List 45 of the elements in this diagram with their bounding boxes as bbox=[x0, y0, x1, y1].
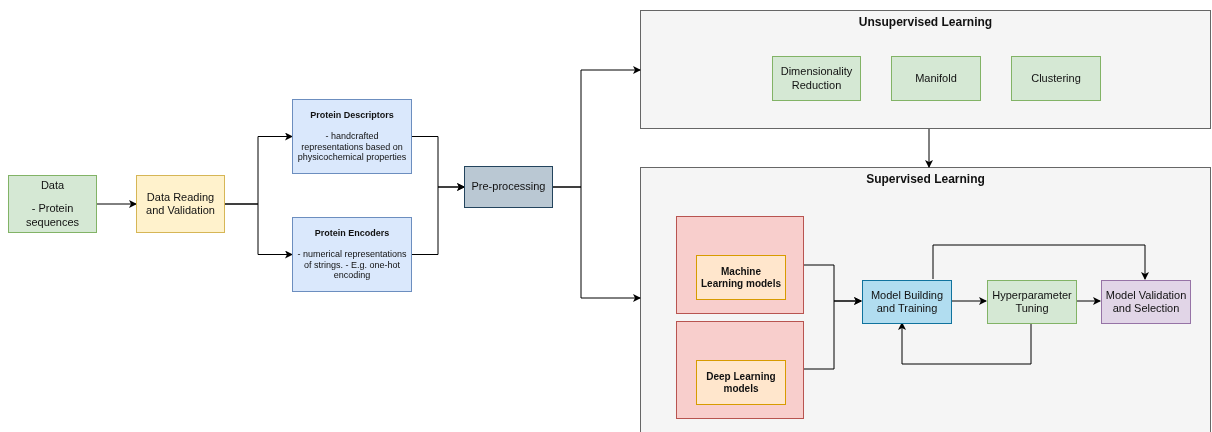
method-box bbox=[772, 56, 861, 101]
box-label: Dimensionality Reduction bbox=[779, 65, 854, 92]
process-box bbox=[1101, 280, 1191, 324]
arrow bbox=[1075, 297, 1101, 305]
method-box bbox=[1011, 56, 1101, 101]
arrow bbox=[552, 186, 641, 302]
feature-box bbox=[292, 217, 412, 292]
container-box bbox=[676, 216, 804, 314]
arrow bbox=[950, 297, 987, 305]
box-heading: Protein Descriptors bbox=[310, 109, 394, 121]
box-label: Data Reading and Validation bbox=[145, 190, 216, 218]
group-panel bbox=[640, 10, 1211, 129]
arrow bbox=[932, 244, 1149, 280]
box-label: Deep Learning models bbox=[705, 370, 777, 395]
container-box bbox=[676, 321, 804, 419]
group-title: Unsupervised Learning bbox=[858, 15, 993, 30]
box-label: Manifold bbox=[915, 71, 957, 86]
box-label: Model Validation and Selection bbox=[1104, 288, 1188, 316]
box-description: - numerical representations of strings. - E.g. one-hot encoding bbox=[296, 248, 408, 282]
box-heading: Protein Encoders bbox=[314, 227, 390, 239]
process-box bbox=[862, 280, 952, 324]
arrow bbox=[802, 297, 862, 370]
arrow bbox=[224, 203, 293, 259]
method-box bbox=[891, 56, 981, 101]
model-box bbox=[696, 360, 786, 405]
model-box bbox=[696, 255, 786, 300]
box-description: - handcrafted representations based on physicochemical properties bbox=[296, 130, 408, 164]
box-heading: Data bbox=[40, 179, 65, 193]
data-box bbox=[8, 175, 97, 233]
box-label: Machine Learning models bbox=[700, 265, 782, 290]
arrow bbox=[925, 128, 933, 168]
box-label: Clustering bbox=[1031, 71, 1081, 86]
box-label: Pre-processing bbox=[471, 180, 546, 194]
process-box bbox=[464, 166, 553, 208]
process-box bbox=[987, 280, 1077, 324]
arrow bbox=[898, 322, 1032, 365]
arrow bbox=[411, 183, 465, 255]
group-title: Supervised Learning bbox=[866, 172, 985, 187]
arrow bbox=[96, 200, 137, 208]
box-label: Model Building and Training bbox=[869, 288, 945, 316]
feature-box bbox=[292, 99, 412, 174]
group-panel bbox=[640, 167, 1211, 432]
process-box bbox=[136, 175, 225, 233]
box-label: Hyperparameter Tuning bbox=[991, 288, 1073, 316]
box-description: - Protein sequences bbox=[24, 202, 81, 229]
